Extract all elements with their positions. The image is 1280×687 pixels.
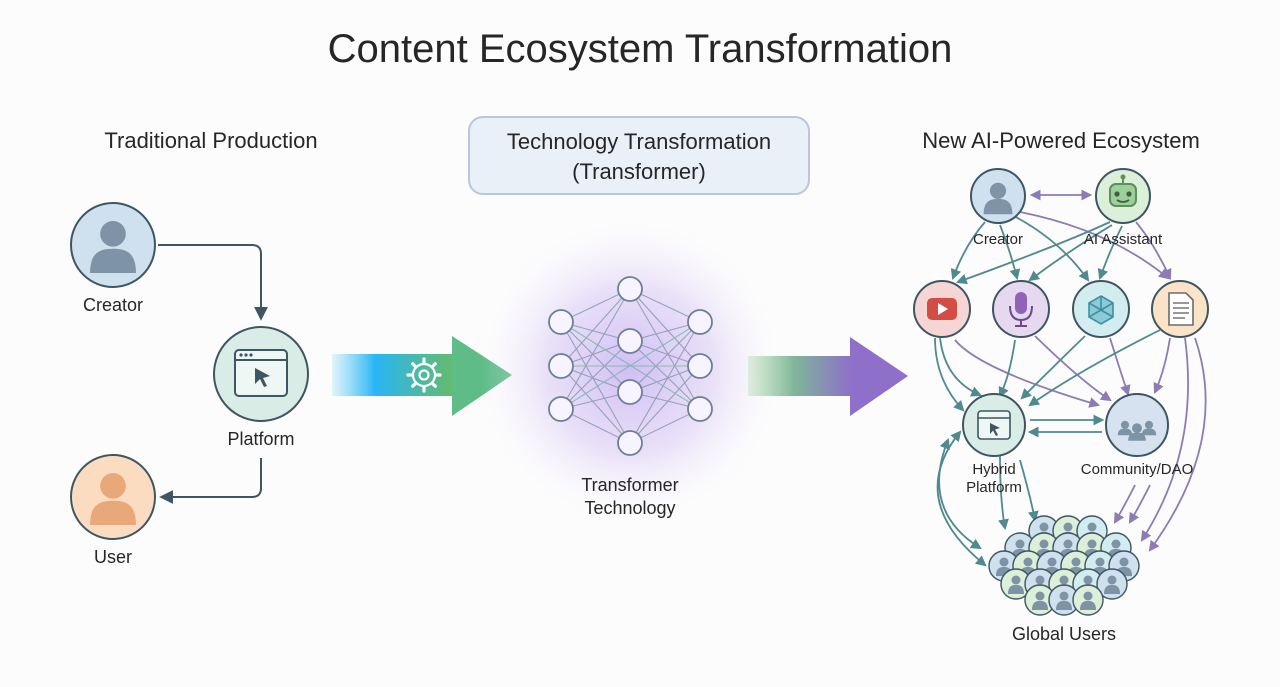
network-edge bbox=[560, 321, 631, 444]
ecosystem-connections bbox=[934, 189, 1207, 567]
network-edge bbox=[560, 321, 631, 393]
traditional-user-label: User bbox=[94, 547, 132, 567]
network-edge bbox=[560, 288, 631, 410]
browser-cursor-icon bbox=[977, 410, 1011, 440]
network-node bbox=[617, 379, 643, 405]
ecosystem-creator-node bbox=[970, 168, 1026, 224]
transformer-caption-line1: Transformer bbox=[581, 475, 678, 495]
input-flow-arrow bbox=[332, 336, 512, 416]
technology-section: Technology Transformation (Transformer) bbox=[332, 116, 908, 520]
browser-cursor-icon bbox=[234, 349, 288, 397]
platform-to-user-arrow bbox=[159, 458, 262, 504]
creator-to-platform-arrow bbox=[158, 244, 268, 321]
traditional-creator-label: Creator bbox=[83, 295, 143, 315]
audio-content-node bbox=[992, 280, 1050, 338]
network-edge bbox=[629, 408, 701, 444]
network-edge bbox=[629, 321, 701, 393]
person-icon bbox=[90, 221, 136, 273]
video-content-node bbox=[913, 280, 971, 338]
network-node bbox=[617, 430, 643, 456]
ecosystem-heading: New AI-Powered Ecosystem bbox=[922, 128, 1200, 153]
traditional-creator-node bbox=[70, 202, 156, 288]
network-edge bbox=[560, 365, 631, 444]
network-edge bbox=[629, 321, 701, 444]
community-dao-label: Community/DAO bbox=[1081, 461, 1194, 478]
transformer-caption-line2: Technology bbox=[584, 498, 675, 518]
ecosystem-creator-label: Creator bbox=[973, 231, 1023, 248]
transformer-network-icon bbox=[548, 276, 713, 456]
document-icon bbox=[1168, 292, 1194, 326]
hybrid-platform-node bbox=[962, 393, 1026, 457]
network-node bbox=[548, 309, 574, 335]
traditional-user-node bbox=[70, 454, 156, 540]
robot-icon bbox=[1109, 174, 1137, 207]
traditional-heading: Traditional Production bbox=[104, 128, 317, 153]
technology-heading-line2: (Transformer) bbox=[572, 159, 706, 184]
output-flow-arrow bbox=[748, 337, 908, 416]
network-edge bbox=[560, 288, 631, 367]
transformer-glow bbox=[480, 220, 780, 520]
page-title: Content Ecosystem Transformation bbox=[328, 27, 953, 71]
network-node bbox=[687, 396, 713, 422]
technology-heading-box bbox=[468, 116, 810, 195]
traditional-platform-label: Platform bbox=[227, 429, 294, 449]
network-edge bbox=[629, 365, 701, 444]
network-node bbox=[548, 396, 574, 422]
network-content-node bbox=[1072, 280, 1130, 338]
global-users-label: Global Users bbox=[1012, 624, 1116, 644]
crowd-person bbox=[1000, 568, 1032, 600]
person-icon bbox=[90, 473, 136, 525]
gear-icon bbox=[406, 357, 442, 393]
network-node bbox=[548, 353, 574, 379]
traditional-platform-node bbox=[213, 326, 309, 422]
network-node bbox=[687, 309, 713, 335]
network-node bbox=[617, 328, 643, 354]
network-edge bbox=[629, 288, 701, 367]
network-edge bbox=[629, 340, 701, 410]
video-play-icon bbox=[927, 298, 957, 320]
person-icon bbox=[983, 182, 1013, 215]
ai-assistant-label: AI Assistant bbox=[1084, 231, 1163, 248]
cube-network-icon bbox=[1088, 295, 1114, 325]
hybrid-platform-label-line2: Platform bbox=[966, 479, 1022, 496]
ai-assistant-node bbox=[1095, 168, 1151, 224]
crowd-person bbox=[1072, 584, 1104, 616]
microphone-icon bbox=[1009, 292, 1033, 327]
ecosystem-section: New AI-Powered Ecosystem bbox=[913, 128, 1209, 644]
network-edge bbox=[560, 340, 631, 410]
crowd-person bbox=[1024, 584, 1056, 616]
technology-heading-line1: Technology Transformation bbox=[507, 129, 771, 154]
crowd-person bbox=[1096, 568, 1128, 600]
network-node bbox=[687, 353, 713, 379]
network-node bbox=[617, 276, 643, 302]
traditional-section: Traditional Production Creator bbox=[70, 128, 318, 567]
hybrid-platform-label-line1: Hybrid bbox=[972, 461, 1015, 478]
community-dao-node bbox=[1105, 393, 1169, 457]
document-content-node bbox=[1151, 280, 1209, 338]
network-edge bbox=[629, 288, 701, 410]
crowd-icon bbox=[988, 515, 1140, 616]
